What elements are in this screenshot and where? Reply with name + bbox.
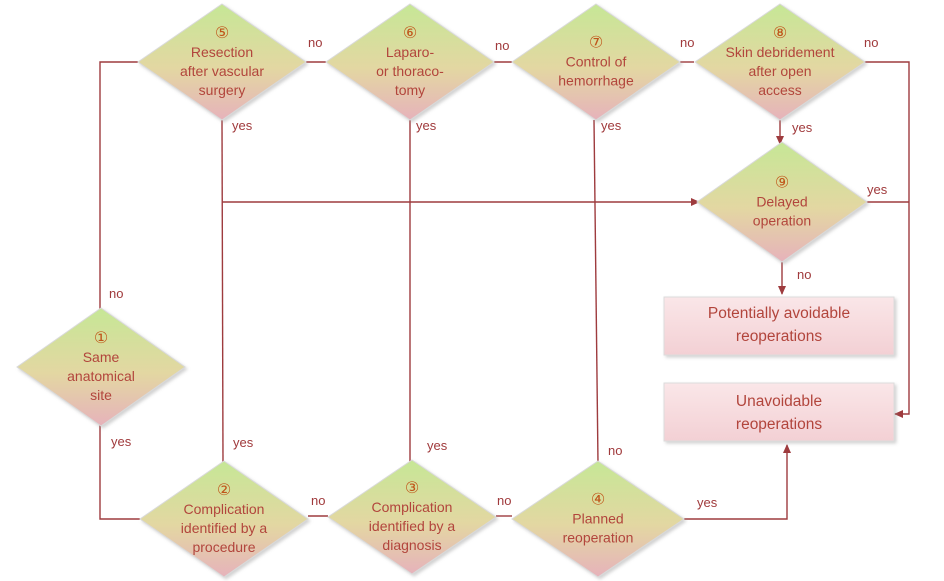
outcome-unavoidable: Unavoidable reoperations (663, 382, 895, 442)
outcome-label-line: reoperations (736, 328, 822, 345)
decision-label-line: Complication (184, 501, 265, 517)
connector-4-yes-to-unavoidable (684, 444, 791, 520)
diamond-shape (325, 3, 495, 121)
label-no: no (311, 493, 325, 508)
decision-label-line: or thoraco- (376, 63, 444, 79)
decision-label-line: Same (83, 349, 120, 365)
decision-label-line: site (90, 387, 112, 403)
decision-number: ⑨ (775, 173, 789, 192)
decision-diamonds: ① Same anatomical site ② Complication identifi… (16, 3, 868, 578)
decision-diamond-5: ⑤ Resection after vascular surgery (137, 3, 307, 121)
decision-diamond-4: ④ Planned reoperation (511, 460, 685, 578)
connector-1-yes-to-2 (99, 425, 140, 520)
decision-label-line: anatomical (67, 368, 135, 384)
decision-label-line: after open (748, 63, 811, 79)
decision-label-line: Complication (372, 499, 453, 515)
decision-label-line: hemorrhage (558, 73, 634, 89)
decision-label-line: Control of (566, 54, 627, 70)
decision-label-line: diagnosis (382, 537, 441, 553)
decision-number: ⑥ (403, 23, 417, 42)
outcome-label-line: Potentially avoidable (708, 305, 850, 322)
decision-label-line: Laparo- (386, 44, 435, 60)
decision-diamond-3: ③ Complication identified by a diagnosis (327, 459, 497, 575)
decision-label-line: Delayed (756, 194, 807, 210)
decision-label-line: reoperation (563, 530, 634, 546)
label-yes: yes (867, 182, 888, 197)
decision-label-line: access (758, 82, 802, 98)
diamond-shape (137, 3, 307, 121)
label-yes: yes (697, 495, 718, 510)
decision-number: ③ (405, 478, 419, 497)
label-no: no (308, 35, 322, 50)
outcome-potentially-avoidable: Potentially avoidable reoperations (663, 296, 895, 356)
decision-label-line: Planned (572, 511, 623, 527)
label-no: no (797, 267, 811, 282)
decision-label-line: surgery (199, 82, 246, 98)
label-yes: yes (232, 118, 253, 133)
decision-label-line: identified by a (181, 520, 268, 536)
label-yes: yes (792, 120, 813, 135)
label-no: no (864, 35, 878, 50)
diamond-shape (139, 460, 309, 578)
connectors (99, 61, 910, 520)
label-yes: yes (601, 118, 622, 133)
diamond-shape (327, 459, 497, 575)
decision-number: ① (94, 328, 108, 347)
connector-2-yes-to-5 (221, 119, 224, 464)
decision-number: ⑦ (589, 33, 603, 52)
outcome-label-line: reoperations (736, 416, 822, 433)
connector-labels: no yes yes no yes no no yes yes yes yes … (109, 35, 888, 510)
label-no: no (495, 38, 509, 53)
decision-diamond-1: ① Same anatomical site (16, 307, 186, 427)
decision-label-line: procedure (192, 539, 255, 555)
diamond-shape (694, 3, 866, 121)
diamond-shape (511, 460, 685, 578)
decision-label-line: tomy (395, 82, 425, 98)
decision-label-line: identified by a (369, 518, 456, 534)
diamond-shape (16, 307, 186, 427)
label-yes: yes (416, 118, 437, 133)
connector-8-no-to-unavoidable (864, 61, 910, 418)
decision-diamond-8: ⑧ Skin debridement after open access (694, 3, 866, 121)
diamond-shape (511, 3, 681, 121)
label-yes: yes (427, 438, 448, 453)
connector-4-no-to-7 (593, 119, 599, 464)
diamond-shape (696, 141, 868, 263)
label-no: no (608, 443, 622, 458)
decision-label-line: after vascular (180, 63, 264, 79)
decision-diamond-6: ⑥ Laparo-or thoraco-tomy (325, 3, 495, 121)
decision-number: ② (217, 480, 231, 499)
label-yes: yes (233, 435, 254, 450)
decision-number: ⑤ (215, 23, 229, 42)
decision-diamond-2: ② Complication identified by a procedure (139, 460, 309, 578)
outcome-label-line: Unavoidable (736, 393, 822, 410)
decision-label-line: operation (753, 213, 811, 229)
decision-number: ④ (591, 490, 605, 509)
decision-diamond-7: ⑦ Control of hemorrhage (511, 3, 681, 121)
connector-1-no-to-5 (99, 61, 138, 310)
decision-label-line: Resection (191, 44, 253, 60)
decision-label-line: Skin debridement (726, 44, 835, 60)
decision-number: ⑧ (773, 23, 787, 42)
label-yes: yes (111, 434, 132, 449)
label-no: no (109, 286, 123, 301)
label-no: no (497, 493, 511, 508)
label-no: no (680, 35, 694, 50)
decision-diamond-9: ⑨ Delayed operation (696, 141, 868, 263)
